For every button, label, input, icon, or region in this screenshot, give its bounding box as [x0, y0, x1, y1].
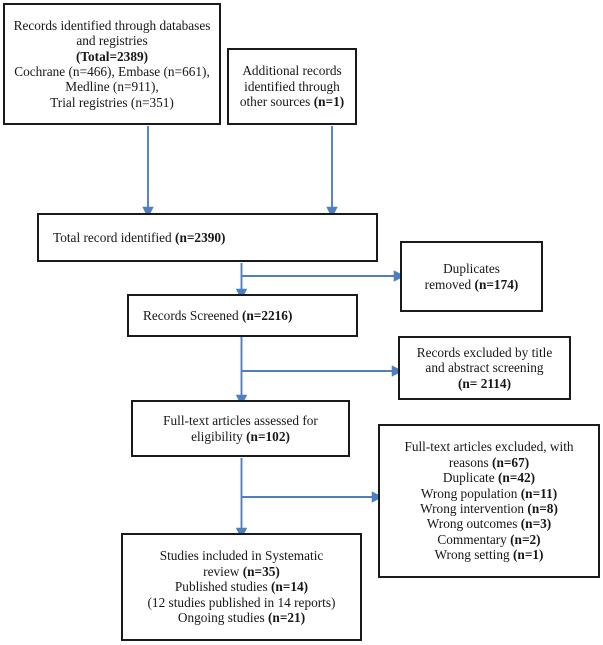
text-line-4: Medline (n=911), [65, 79, 159, 95]
text-line-0: Duplicates [443, 261, 500, 277]
text-line-0: Full-text articles assessed for [163, 413, 318, 429]
text-line-0: Studies included in Systematic [159, 548, 324, 564]
text-line-4: Ongoing studies (n=21) [177, 610, 306, 626]
text-line-3: Wrong population (n=11) [420, 485, 558, 501]
text-line-0: Full-text articles excluded, with [404, 439, 574, 455]
text-line-1: review (n=35) [203, 563, 280, 579]
text-line-0: Records identified through databases [13, 17, 211, 33]
text-line-5: Trial registries (n=351) [50, 94, 174, 110]
text-line-3: (12 studies published in 14 reports) [147, 594, 336, 610]
box-total-record-identified: Total record identified (n=2390) [37, 213, 378, 262]
text-line-5: Wrong outcomes (n=3) [426, 516, 552, 532]
text-line-2: other sources (n=1) [239, 94, 345, 110]
text-line-0: Records Screened (n=2216) [143, 307, 293, 323]
text-line-1: removed (n=174) [424, 276, 519, 292]
text-line-7: Wrong setting (n=1) [434, 547, 544, 563]
text-line-0: Total record identified (n=2390) [53, 229, 226, 245]
text-line-1: reasons (n=67) [448, 454, 530, 470]
text-line-2: (n= 2114) [457, 375, 511, 391]
text-line-0: Additional records [242, 63, 342, 79]
text-line-1: eligibility (n=102) [191, 428, 290, 444]
box-records-screened-text: Records Screened (n=2216) [129, 308, 356, 323]
text-line-2: (Total=2389) [75, 48, 149, 64]
text-line-4: Wrong intervention (n=8) [420, 501, 558, 516]
text-line-1: and registries [76, 33, 148, 49]
text-line-6: Commentary (n=2) [437, 531, 541, 547]
text-line-2: Duplicate (n=42) [442, 470, 536, 486]
box-total-record-identified-text: Total record identified (n=2390) [39, 230, 376, 245]
box-records-screened: Records Screened (n=2216) [127, 294, 358, 337]
text-line-0: Records excluded by title [416, 344, 553, 360]
text-line-1: and abstract screening [425, 360, 544, 376]
text-line-3: Cochrane (n=466), Embase (n=661), [14, 64, 210, 79]
text-line-1: identified through [244, 78, 340, 94]
text-line-2: Published studies (n=14) [174, 579, 309, 595]
